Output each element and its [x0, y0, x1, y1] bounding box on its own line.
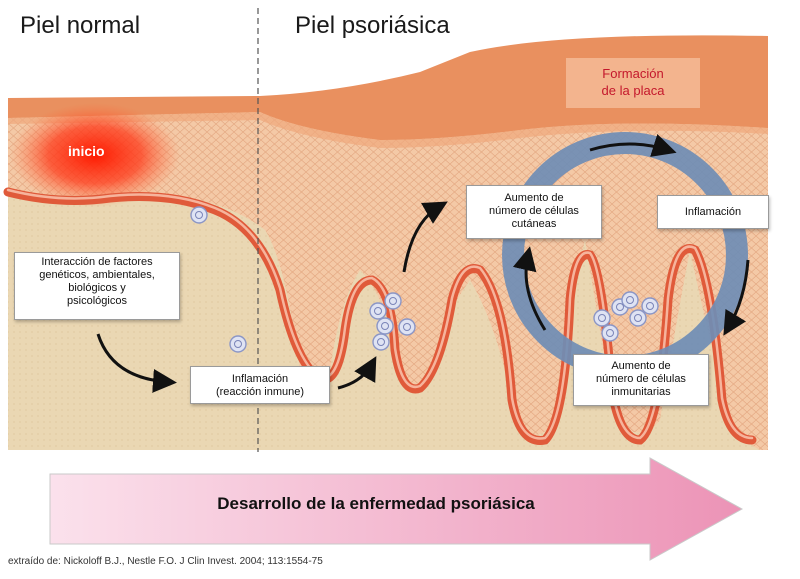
inflammation-immune-line-2: (reacción inmune) [195, 386, 325, 399]
development-banner-text: Desarrollo de la enfermedad psoriásica [96, 494, 656, 514]
plaque-line-2: de la placa [566, 82, 700, 99]
heading-normal-skin: Piel normal [20, 12, 140, 40]
skin-cells-line-3: cutáneas [471, 218, 597, 231]
skin-cells-line-2: número de células [471, 205, 597, 218]
skin-cells-increase-box: Aumento de número de células cutáneas [466, 185, 602, 239]
inflammation-box: Inflamación [657, 195, 769, 229]
heading-psoriatic-skin: Piel psoriásica [295, 12, 450, 40]
interaction-factors-box: Interacción de factores genéticos, ambie… [14, 252, 180, 320]
skin-cells-line-1: Aumento de [471, 192, 597, 205]
inflammation-immune-line-1: Inflamación [195, 373, 325, 386]
interaction-line-3: biológicos y [19, 282, 175, 295]
immune-cells-line-3: inmunitarias [578, 386, 704, 399]
start-label: inicio [68, 143, 105, 159]
inflammation-line: Inflamación [662, 206, 764, 219]
interaction-line-4: psicológicos [19, 295, 175, 308]
immune-cells-line-1: Aumento de [578, 360, 704, 373]
immune-cells-increase-box: Aumento de número de células inmunitaria… [573, 354, 709, 406]
immune-cells-line-2: número de células [578, 373, 704, 386]
source-citation: extraído de: Nickoloff B.J., Nestle F.O.… [8, 556, 323, 567]
plaque-formation-label: Formación de la placa [566, 58, 700, 108]
plaque-line-1: Formación [566, 65, 700, 82]
interaction-line-2: genéticos, ambientales, [19, 269, 175, 282]
interaction-line-1: Interacción de factores [19, 256, 175, 269]
inflammation-immune-box: Inflamación (reacción inmune) [190, 366, 330, 404]
